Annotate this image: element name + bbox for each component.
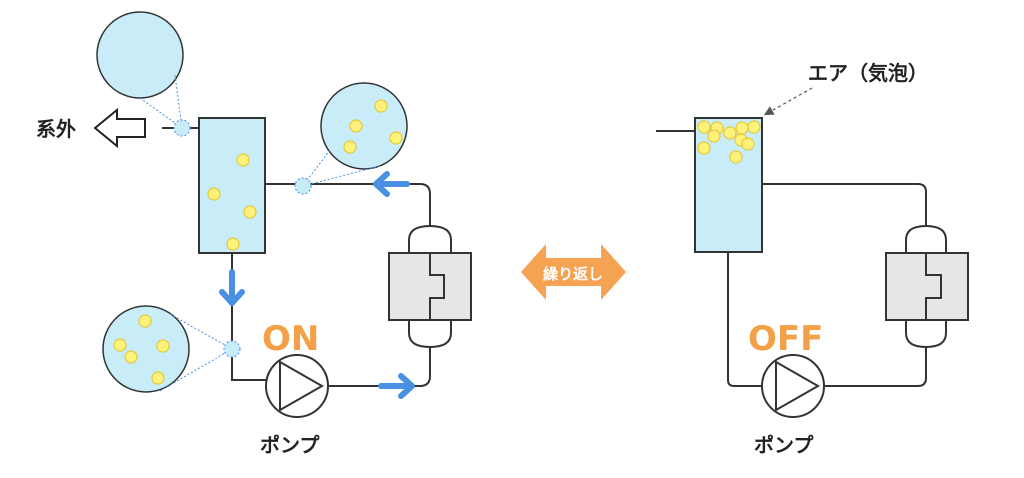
left-status-label: ON <box>262 319 319 359</box>
right-system: エア（気泡） OFF ポンプ <box>656 61 969 457</box>
flow-arrow-down-icon <box>219 269 245 306</box>
left-pump-icon <box>265 354 329 418</box>
zoom-suction-callout <box>102 305 241 393</box>
left-unit <box>388 224 472 349</box>
left-system: 系外 <box>36 11 472 457</box>
air-pointer <box>763 87 813 116</box>
right-piping <box>656 130 927 387</box>
outlet-arrow-icon <box>93 107 146 149</box>
right-pump-icon <box>761 354 825 418</box>
flow-arrow-left-icon <box>373 171 410 197</box>
left-tank-bubbles <box>207 153 257 251</box>
left-pump-label: ポンプ <box>260 433 320 457</box>
zoom-return-callout <box>294 82 408 195</box>
right-unit <box>885 224 969 349</box>
right-status-label: OFF <box>748 319 823 359</box>
right-pump-label: ポンプ <box>754 433 814 457</box>
right-tank-bubbles <box>697 120 761 164</box>
left-tank <box>198 117 266 254</box>
repeat-indicator: 繰り返し <box>521 244 626 300</box>
air-label: エア（気泡） <box>808 61 928 85</box>
flow-arrows <box>219 171 415 399</box>
flow-arrow-right-icon <box>378 373 415 399</box>
zoom-outlet-callout <box>96 11 191 137</box>
outlet-label: 系外 <box>36 117 76 141</box>
repeat-label: 繰り返し <box>543 265 603 283</box>
double-arrow-icon <box>521 244 626 300</box>
